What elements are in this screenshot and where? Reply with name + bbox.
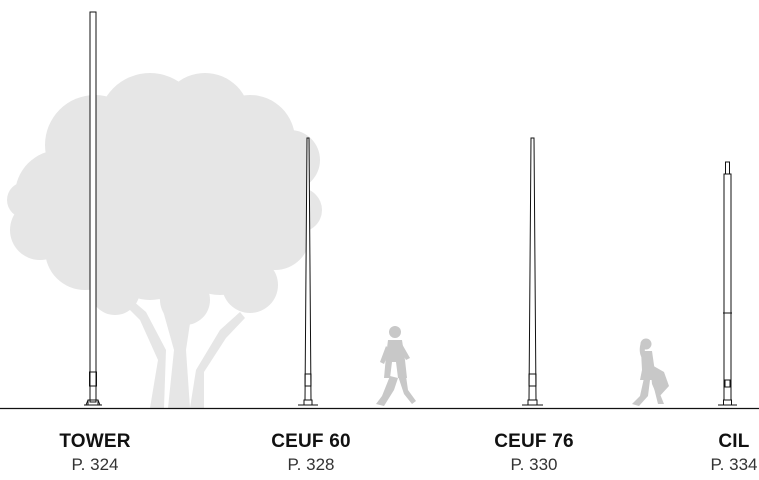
product-name: TOWER bbox=[59, 431, 131, 452]
product-page-reference: P. 330 bbox=[510, 455, 558, 474]
product-label-cil: CIL P. 334 bbox=[664, 431, 759, 476]
product-name: CEUF 60 bbox=[271, 431, 351, 452]
product-page-reference: P. 334 bbox=[710, 455, 758, 474]
product-name: CEUF 76 bbox=[494, 431, 574, 452]
product-page-reference: P. 324 bbox=[71, 455, 119, 474]
walking-woman-silhouette-icon bbox=[632, 338, 669, 406]
product-name: CIL bbox=[718, 431, 750, 452]
walking-man-silhouette-icon bbox=[376, 326, 416, 406]
product-label-ceuf-76: CEUF 76 P. 330 bbox=[464, 431, 604, 476]
product-label-tower: TOWER P. 324 bbox=[25, 431, 165, 476]
product-page-reference: P. 328 bbox=[287, 455, 335, 474]
ceuf-60-pole bbox=[298, 137, 318, 406]
ceuf-76-pole bbox=[522, 137, 543, 406]
product-label-ceuf-60: CEUF 60 P. 328 bbox=[241, 431, 381, 476]
cil-pole bbox=[718, 161, 737, 406]
tower-pole bbox=[84, 11, 102, 406]
tree-silhouette-icon bbox=[7, 73, 322, 408]
